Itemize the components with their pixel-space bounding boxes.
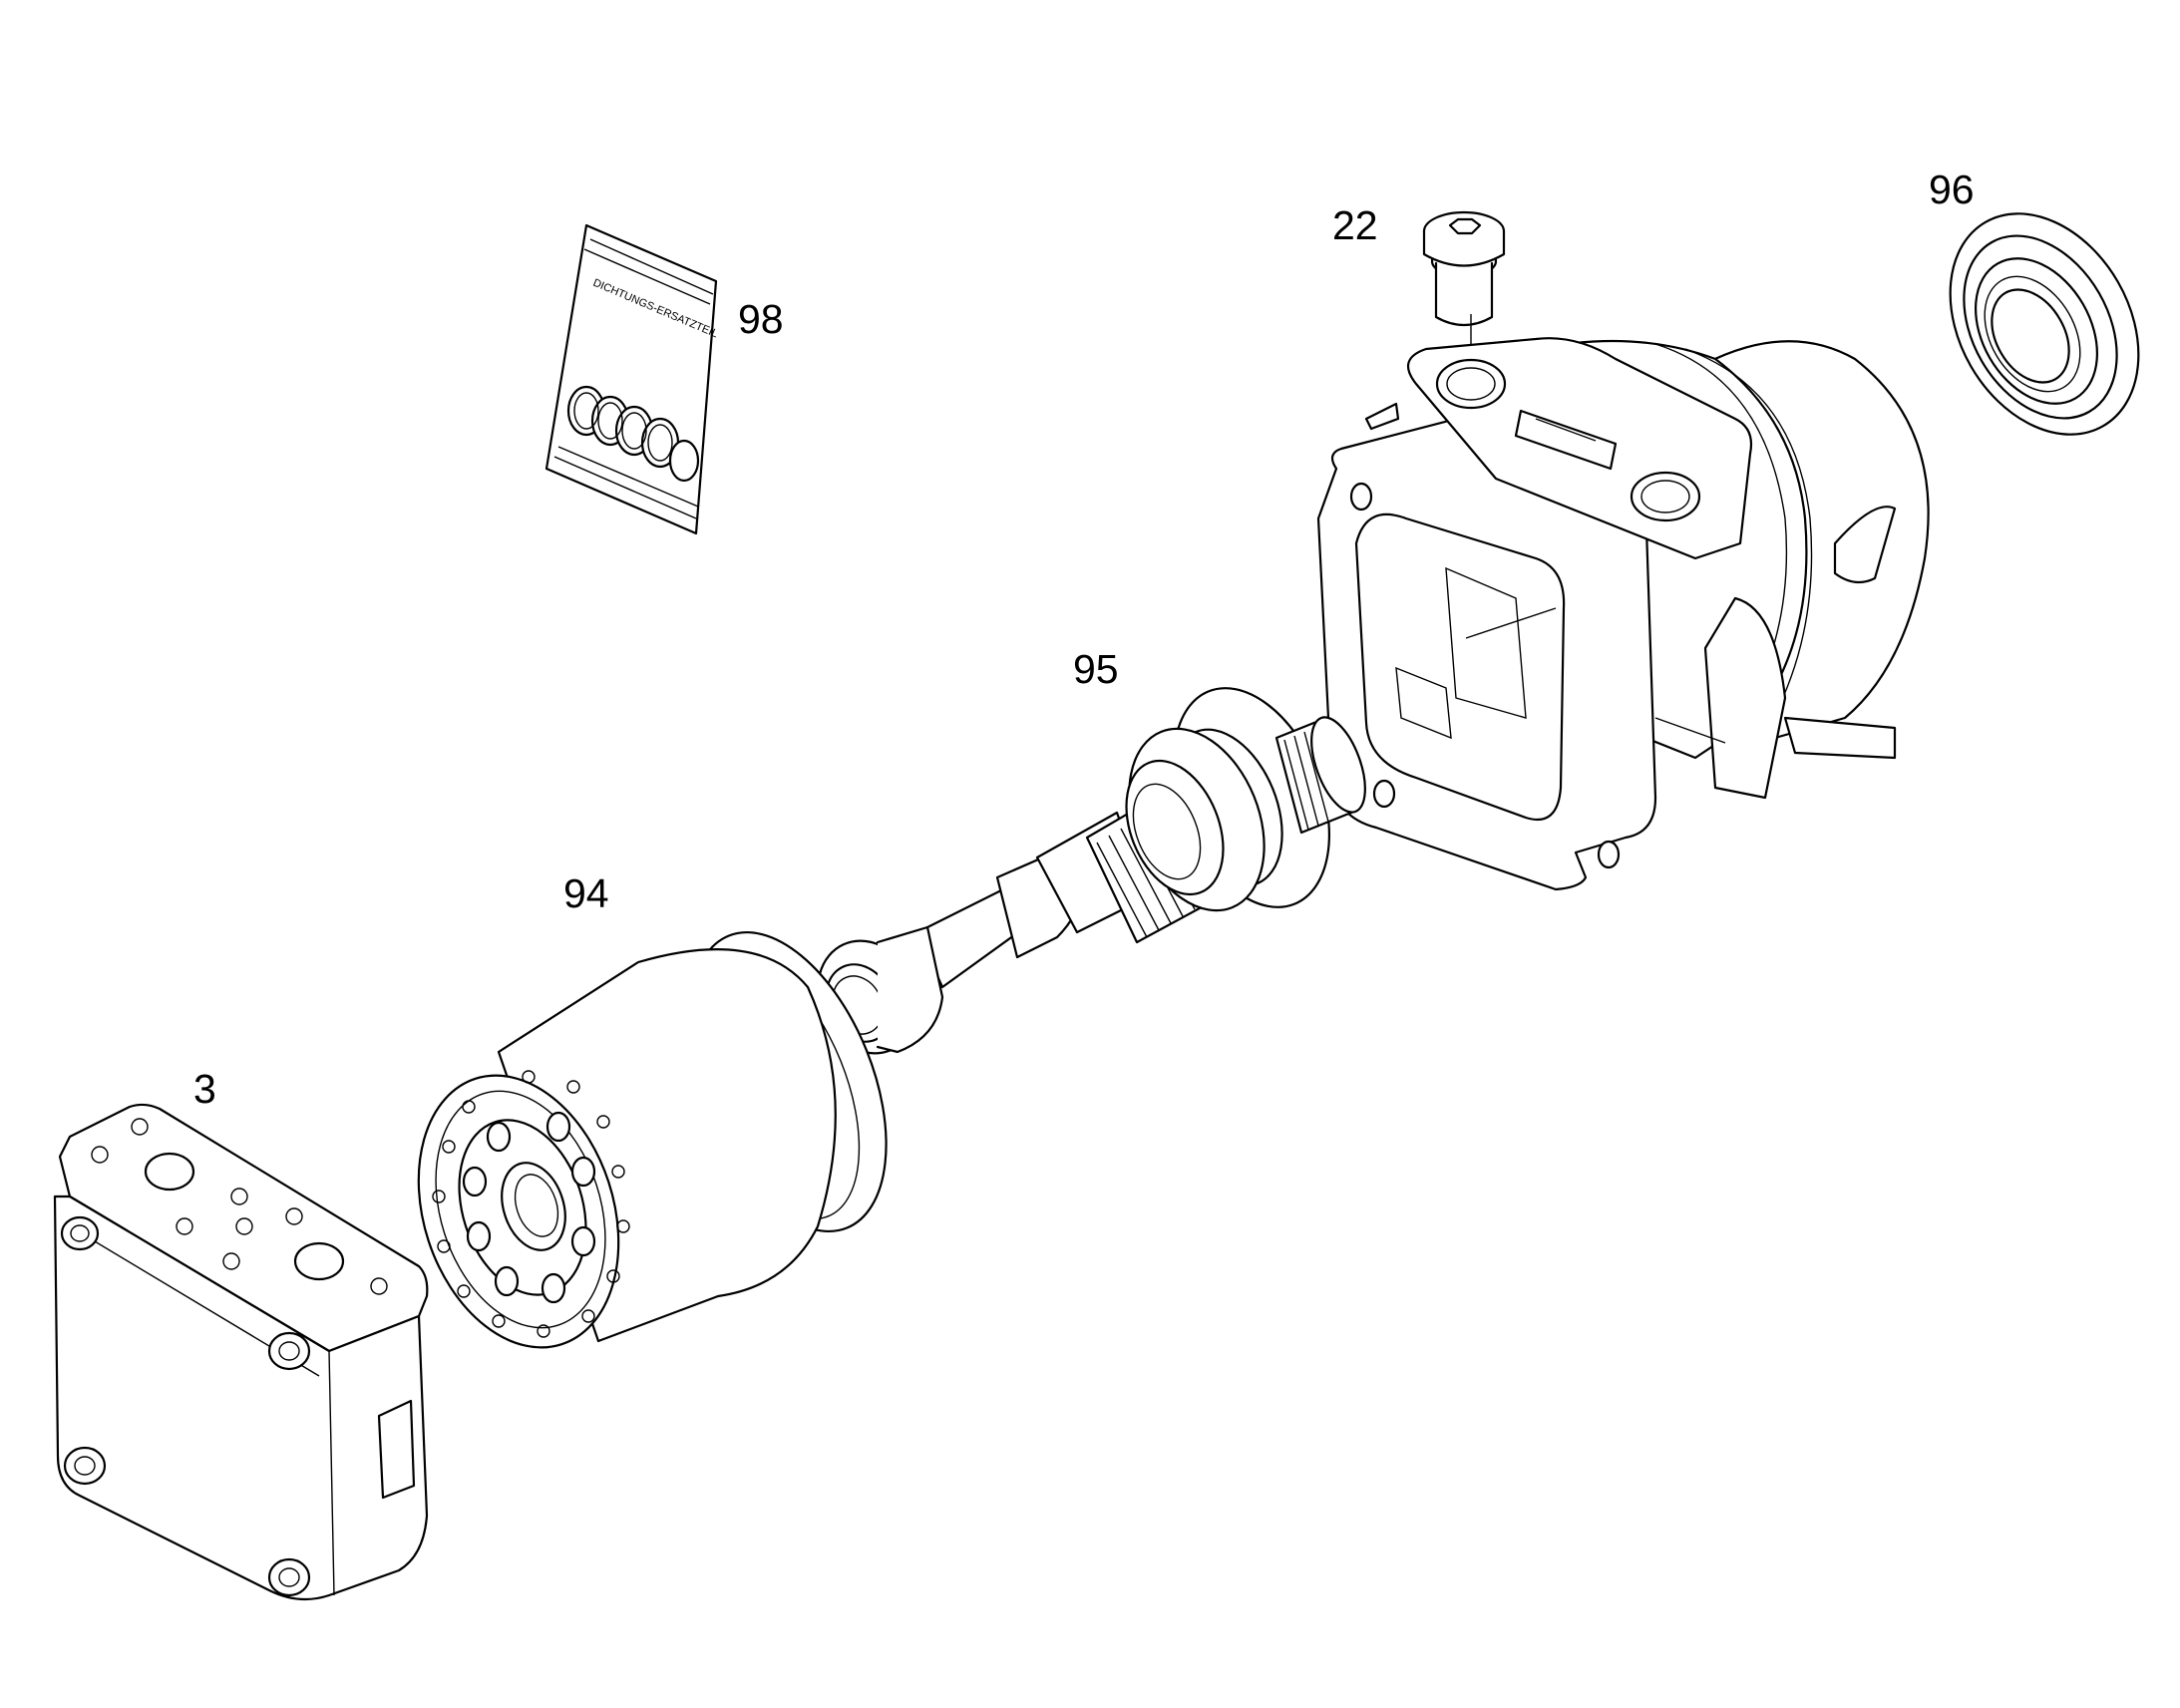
shaft-seal-ring[interactable] — [1912, 179, 2176, 468]
drive-shaft-assembly[interactable] — [800, 665, 1376, 1070]
port-end-cover[interactable] — [53, 1103, 429, 1601]
o-rings — [566, 385, 700, 483]
seal-kit-bag[interactable]: DICHTUNGS-ERSATZTEIL — [545, 223, 720, 535]
callout-96: 96 — [1929, 167, 1975, 212]
callout-22: 22 — [1332, 202, 1378, 248]
callout-95: 95 — [1073, 646, 1119, 692]
rotary-group[interactable] — [385, 904, 925, 1374]
callout-94: 94 — [563, 870, 609, 916]
callout-3: 3 — [193, 1066, 216, 1112]
plug-screw[interactable] — [1422, 210, 1506, 369]
callout-98: 98 — [738, 296, 784, 342]
cover-bolts — [60, 1215, 311, 1597]
motor-housing[interactable] — [1316, 337, 1930, 891]
